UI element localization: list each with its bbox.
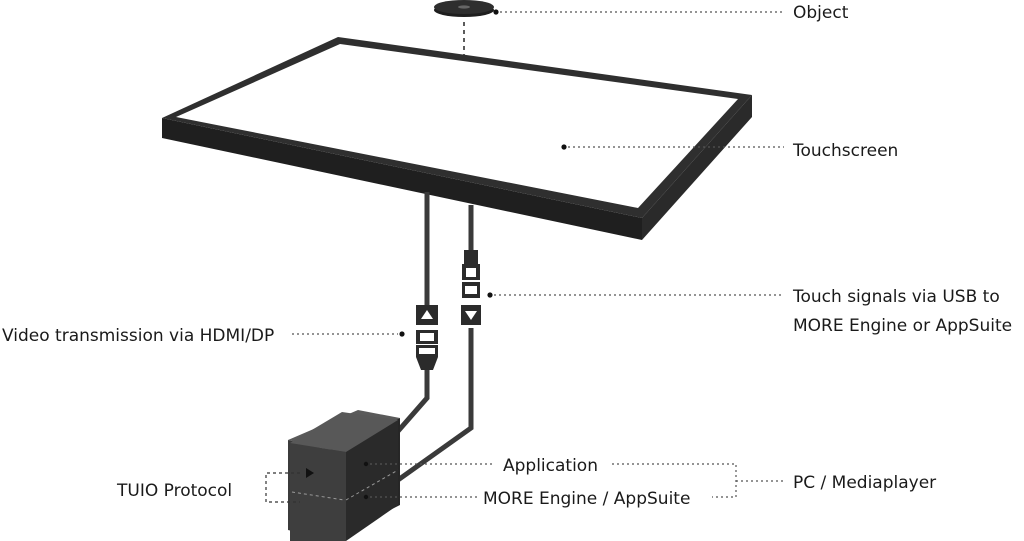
usb-cable [396,205,474,483]
label-touchscreen: Touchscreen [792,141,898,161]
label-touch-signals-line1: Touch signals via USB to [792,287,1000,307]
arrow-up-icon [421,310,433,319]
arrow-down-icon [465,311,477,320]
label-touch-signals-line2: MORE Engine or AppSuite [793,316,1012,336]
label-video-transmission: Video transmission via HDMI/DP [2,326,274,346]
label-pc-mediaplayer: PC / Mediaplayer [793,473,936,493]
pc-box [288,410,400,541]
label-more-engine: MORE Engine / AppSuite [483,489,690,509]
label-tuio-protocol: TUIO Protocol [116,481,232,501]
touchscreen-panel [162,37,752,240]
label-object: Object [793,3,849,23]
hdmi-connector-icon [416,305,438,370]
hdmi-cable [390,192,430,440]
tuio-bracket [265,472,300,503]
label-application: Application [503,456,598,476]
leader-lines [292,9,784,498]
object-puck-icon [434,0,494,17]
usb-connector-icon [461,250,481,325]
